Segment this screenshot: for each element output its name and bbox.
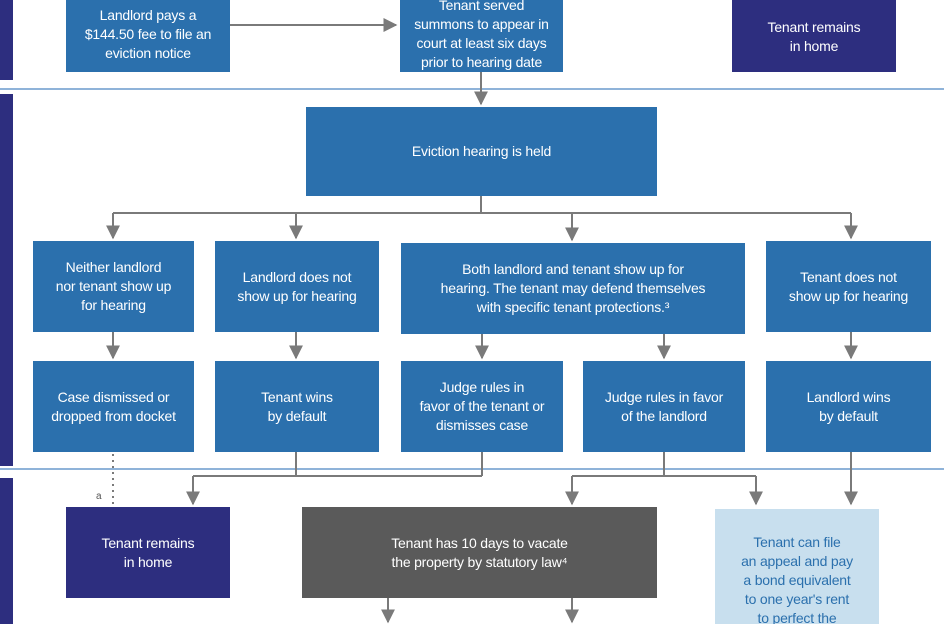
node-tenant-wins: Tenant wins by default — [215, 361, 379, 452]
node-summons: Tenant served summons to appear in court… — [400, 0, 563, 72]
lane-bar-filing — [0, 0, 13, 80]
lane-bar-hearing — [0, 94, 13, 466]
node-judge-tenant: Judge rules in favor of the tenant or di… — [401, 361, 563, 452]
node-judge-landlord: Judge rules in favor of the landlord — [583, 361, 745, 452]
node-tenant-remains-top: Tenant remains in home — [732, 0, 896, 72]
node-landlord-wins: Landlord wins by default — [766, 361, 931, 452]
node-hearing: Eviction hearing is held — [306, 107, 657, 196]
lane-divider-top — [0, 88, 944, 90]
node-neither-show: Neither landlord nor tenant show up for … — [33, 241, 194, 332]
node-tenant-remains-bottom: Tenant remains in home — [66, 507, 230, 598]
node-case-dismissed: Case dismissed or dropped from docket — [33, 361, 194, 452]
node-both-show: Both landlord and tenant show up for hea… — [401, 243, 745, 334]
footnote-marker: a — [96, 491, 102, 502]
node-landlord-fee: Landlord pays a $144.50 fee to file an e… — [66, 0, 230, 72]
lane-divider-bottom — [0, 468, 944, 470]
lane-bar-outcome — [0, 478, 13, 624]
node-appeal: Tenant can file an appeal and pay a bond… — [715, 509, 879, 624]
node-vacate: Tenant has 10 days to vacate the propert… — [302, 507, 657, 598]
node-tenant-absent: Tenant does not show up for hearing — [766, 241, 931, 332]
node-landlord-absent: Landlord does not show up for hearing — [215, 241, 379, 332]
